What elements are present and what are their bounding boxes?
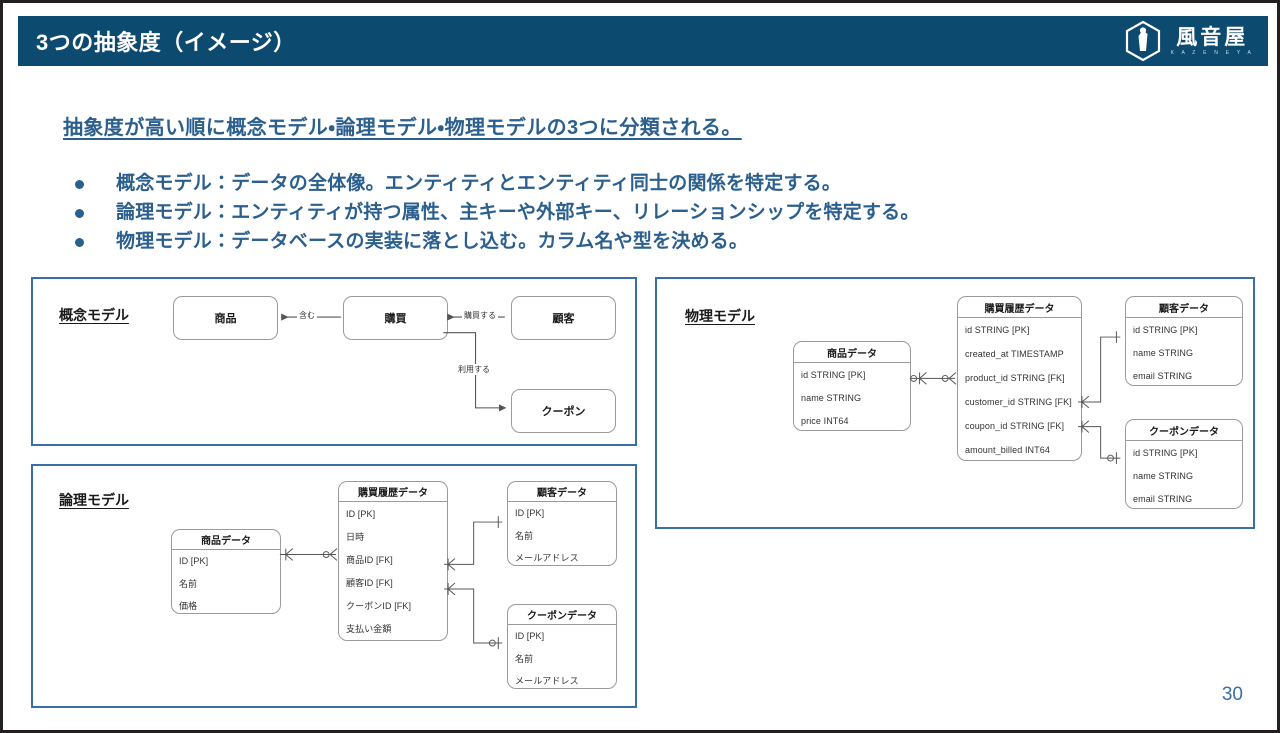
er-field: ID [PK] — [515, 508, 545, 518]
bullet-text: 物理モデル：データベースの実装に落とし込む。カラム名や型を決める。 — [116, 231, 749, 252]
er-field: id STRING [PK] — [801, 369, 866, 380]
er-field: product_id STRING [FK] — [965, 373, 1065, 383]
entity-box-product: 商品 — [173, 296, 278, 340]
er-field: coupon_id STRING [FK] — [965, 421, 1065, 431]
panel-logical-model: 論理モデル 商品データ ID [PK] 名前 価格 購買履歴データ ID [PK… — [31, 464, 637, 708]
panel-title-logical: 論理モデル — [59, 492, 129, 508]
er-table-product-physical: 商品データ id STRING [PK] name STRING price I… — [793, 341, 911, 431]
er-field: ID [PK] — [515, 631, 545, 641]
page-title: 3つの抽象度（イメージ） — [36, 30, 296, 55]
bullet-dot-icon — [75, 180, 84, 189]
er-field: created_at TIMESTAMP — [965, 349, 1064, 359]
er-field: amount_billed INT64 — [965, 445, 1050, 455]
lead-sentence: 抽象度が高い順に概念モデル・論理モデル・物理モデルの3つに分類される。 — [63, 117, 742, 139]
er-table-title: 商品データ — [172, 530, 280, 550]
brand-name: 風音屋 — [1176, 25, 1249, 49]
relation-label-contains: 含む — [297, 310, 317, 321]
er-table-title: クーポンデータ — [508, 605, 616, 625]
er-table-coupon-logical: クーポンデータ ID [PK] 名前 メールアドレス — [507, 604, 617, 689]
er-field: name STRING — [1133, 347, 1194, 358]
er-table-coupon-physical: クーポンデータ id STRING [PK] name STRING email… — [1125, 419, 1243, 509]
er-table-purchase-history-physical: 購買履歴データ id STRING [PK] created_at TIMEST… — [957, 296, 1082, 461]
er-field: customer_id STRING [FK] — [965, 397, 1072, 407]
er-table-title: 購買履歴データ — [958, 297, 1081, 318]
bullet-dot-icon — [75, 209, 84, 218]
relation-label-purchases: 購買する — [462, 310, 498, 321]
panel-conceptual-model: 概念モデル 商品 購買 顧客 クーポン 含む 購買する 利用する — [31, 277, 637, 446]
er-field: メールアドレス — [515, 552, 579, 563]
entity-box-purchase: 購買 — [343, 296, 448, 340]
er-table-title: 顧客データ — [508, 482, 616, 502]
slide-header: 3つの抽象度（イメージ） 風音屋 K A Z E N E Y A — [18, 16, 1268, 66]
kazeneya-hexagon-icon — [1124, 20, 1162, 62]
er-field: price INT64 — [801, 415, 849, 426]
er-field: クーポンID [FK] — [346, 601, 412, 611]
er-field: 価格 — [179, 600, 198, 611]
bullet-text: 論理モデル：エンティティが持つ属性、主キーや外部キー、リレーションシップを特定す… — [116, 202, 920, 223]
er-field: ID [PK] — [346, 508, 376, 519]
er-field: 顧客ID [FK] — [346, 578, 393, 588]
er-table-title: 商品データ — [794, 342, 910, 363]
entity-box-customer: 顧客 — [511, 296, 616, 340]
er-table-customer-physical: 顧客データ id STRING [PK] name STRING email S… — [1125, 296, 1243, 386]
list-item: 物理モデル：データベースの実装に落とし込む。カラム名や型を決める。 — [75, 229, 1235, 258]
panel-title-conceptual: 概念モデル — [59, 307, 129, 323]
list-item: 論理モデル：エンティティが持つ属性、主キーや外部キー、リレーションシップを特定す… — [75, 200, 1235, 229]
er-field: 名前 — [515, 653, 534, 664]
er-field: id STRING [PK] — [1133, 447, 1198, 458]
list-item: 概念モデル：データの全体像。エンティティとエンティティ同士の関係を特定する。 — [75, 171, 1235, 200]
er-table-product-logical: 商品データ ID [PK] 名前 価格 — [171, 529, 281, 614]
er-field: ID [PK] — [179, 556, 209, 566]
er-field: 日時 — [346, 532, 365, 542]
er-table-title: 購買履歴データ — [339, 482, 447, 502]
relation-label-uses: 利用する — [456, 364, 492, 375]
er-field: email STRING — [1133, 493, 1193, 504]
er-field: name STRING — [801, 392, 862, 403]
er-table-title: クーポンデータ — [1126, 420, 1242, 441]
brand-text: 風音屋 K A Z E N E Y A — [1171, 27, 1254, 56]
er-field: id STRING [PK] — [1133, 324, 1198, 335]
entity-box-coupon: クーポン — [511, 389, 616, 433]
er-table-purchase-history-logical: 購買履歴データ ID [PK] 日時 商品ID [FK] 顧客ID [FK] ク… — [338, 481, 448, 641]
er-table-title: 顧客データ — [1126, 297, 1242, 318]
bullet-dot-icon — [75, 238, 84, 247]
bullet-list: 概念モデル：データの全体像。エンティティとエンティティ同士の関係を特定する。 論… — [75, 171, 1235, 258]
er-field: メールアドレス — [515, 675, 579, 686]
er-field: name STRING — [1133, 470, 1194, 481]
bullet-text: 概念モデル：データの全体像。エンティティとエンティティ同士の関係を特定する。 — [116, 173, 842, 194]
er-field: 商品ID [FK] — [346, 555, 393, 565]
er-field: id STRING [PK] — [965, 325, 1030, 335]
brand-logo: 風音屋 K A Z E N E Y A — [1124, 20, 1254, 62]
er-field: 支払い金額 — [346, 624, 392, 634]
er-field: email STRING — [1133, 370, 1193, 381]
er-table-customer-logical: 顧客データ ID [PK] 名前 メールアドレス — [507, 481, 617, 566]
er-field: 名前 — [179, 578, 198, 589]
er-field: 名前 — [515, 530, 534, 541]
brand-subtitle: K A Z E N E Y A — [1170, 49, 1254, 56]
panel-title-physical: 物理モデル — [685, 308, 755, 324]
page-number: 30 — [1221, 684, 1243, 705]
panel-physical-model: 物理モデル 商品データ id STRING [PK] name STRING p… — [655, 277, 1255, 529]
